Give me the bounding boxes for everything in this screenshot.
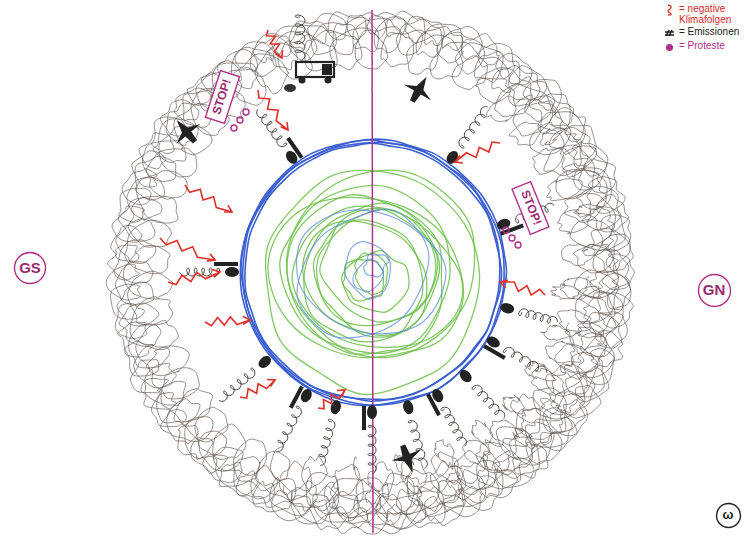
cloud-scribble (284, 95, 619, 518)
truck-cab (322, 64, 332, 75)
impact-sample (664, 4, 676, 16)
truck-wheel (299, 77, 306, 84)
impact-zigzag (258, 90, 288, 130)
impact-zigzag (168, 272, 220, 285)
land-scribble (287, 170, 475, 357)
impact-zigzag (318, 390, 345, 409)
impact-arrowhead (337, 390, 345, 397)
protester (231, 125, 237, 131)
protest-sign: STOP! (510, 180, 550, 236)
impact-arrowhead (212, 269, 220, 277)
truck-body (296, 62, 334, 77)
airplanes (165, 69, 440, 478)
page-mark: ω (715, 502, 742, 529)
protester (237, 117, 243, 123)
water-scribble (353, 259, 384, 292)
land-scribble (303, 221, 427, 336)
hemisphere-marker: GS (13, 251, 47, 285)
emission-sources (179, 15, 557, 474)
smoke-coil (295, 15, 305, 61)
impact-arrowhead (224, 205, 232, 212)
legend-swatch (664, 41, 676, 53)
marker-label: ω (723, 508, 734, 522)
cloud-scribble (354, 276, 590, 491)
exhaust-blob (284, 84, 296, 92)
protester (503, 227, 509, 233)
smoke-coil (472, 385, 505, 418)
emission-blob (457, 367, 474, 384)
smoke-coil (219, 368, 255, 401)
land-scribble (292, 206, 462, 347)
impact-arrowhead (267, 379, 275, 386)
smoke-coil (441, 407, 467, 446)
emission-cloud (106, 11, 634, 534)
protester (243, 109, 249, 115)
airplane (399, 69, 440, 109)
land-scribble (342, 251, 409, 313)
impact-arrowhead (207, 254, 215, 261)
impact-arrowhead (243, 316, 250, 324)
emission-stack (362, 406, 366, 430)
water-scribble (297, 209, 429, 338)
protest-sign: STOP! (204, 69, 241, 124)
cloud-scribble (123, 27, 618, 519)
emission-stack (484, 346, 505, 358)
impact-arrowhead (500, 280, 508, 288)
impact-zigzag (266, 30, 282, 58)
cloud-scribble (106, 11, 634, 534)
legend-text: = negative Klimafolgen (679, 4, 742, 25)
emission-blob (499, 302, 515, 315)
impact-arrowhead (455, 156, 463, 163)
marker-label: GN (703, 282, 726, 299)
emission-stack (291, 387, 302, 408)
impact-arrowhead (281, 122, 288, 130)
legend-row: = Emissionen (664, 27, 742, 39)
marker-label: GS (19, 260, 41, 277)
impact-zigzag (240, 380, 275, 398)
legend-text: = Proteste (679, 41, 742, 52)
smoke-coil (319, 419, 335, 465)
truck-wheel (325, 77, 332, 84)
legend-row: = Proteste (664, 41, 742, 53)
cloud-scribble (270, 78, 607, 504)
emission-blob (256, 354, 273, 371)
impact-zigzag (455, 142, 500, 162)
emission-blob (367, 405, 377, 419)
protester (515, 242, 521, 248)
hemisphere-marker: GN (697, 273, 732, 308)
emission-blob (225, 267, 239, 277)
impact-arrowhead (275, 50, 282, 58)
emission-stack (288, 138, 302, 158)
impact-zigzag (500, 282, 545, 295)
protesters (231, 109, 521, 248)
water-scribble (297, 210, 446, 334)
emission-stack (501, 225, 524, 233)
smoke-coil (519, 309, 558, 324)
water-scribble (345, 241, 391, 299)
smoke-coil (277, 406, 302, 451)
emission-blob (402, 399, 415, 415)
emission-stack (428, 394, 439, 415)
impact-zigzag (185, 185, 232, 212)
emission-stack (214, 262, 238, 266)
airplane (388, 440, 427, 478)
airplane (165, 110, 207, 152)
smoke-coil (503, 347, 546, 372)
climate-impact-arrows (160, 30, 545, 409)
smoke-coil (368, 425, 376, 474)
land-scribble (280, 185, 450, 353)
smoke-coil (459, 107, 488, 149)
emission-sample (664, 27, 676, 39)
legend-text: = Emissionen (679, 27, 742, 38)
legend-row: = negative Klimafolgen (664, 4, 742, 25)
land-scribble (268, 198, 464, 358)
water-scribble (364, 254, 389, 277)
impact-zigzag (160, 238, 215, 260)
protester (509, 235, 515, 241)
legend: = negative Klimafolgen = Emissionen = Prot… (664, 4, 742, 55)
impact-zigzag (205, 317, 250, 326)
